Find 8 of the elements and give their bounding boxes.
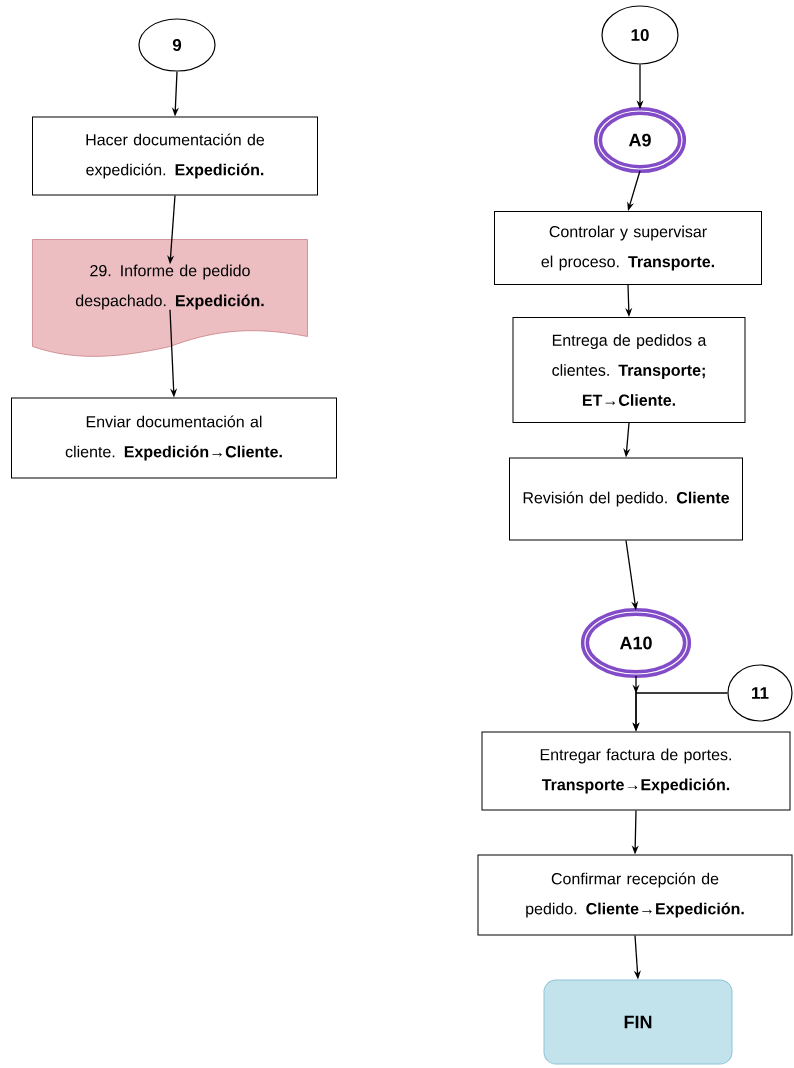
process-box: Hacer documentación de expedición. Expedición. bbox=[32, 116, 318, 196]
process-box: Enviar documentación al cliente. Expedición→Cliente. bbox=[11, 397, 337, 479]
process-box: Controlar y supervisar el proceso. Transporte. bbox=[494, 211, 762, 285]
end-terminal: FIN bbox=[543, 979, 733, 1065]
process-box: Confirmar recepción de pedido. Cliente→Expedición. bbox=[477, 854, 793, 936]
process-box: Entregar factura de portes. Transporte→Expedición. bbox=[481, 731, 791, 811]
process-box: Revisión del pedido. Cliente bbox=[509, 457, 743, 541]
process-box: Entrega de pedidos a clientes. Transporte; ET→Cliente. bbox=[512, 317, 746, 423]
